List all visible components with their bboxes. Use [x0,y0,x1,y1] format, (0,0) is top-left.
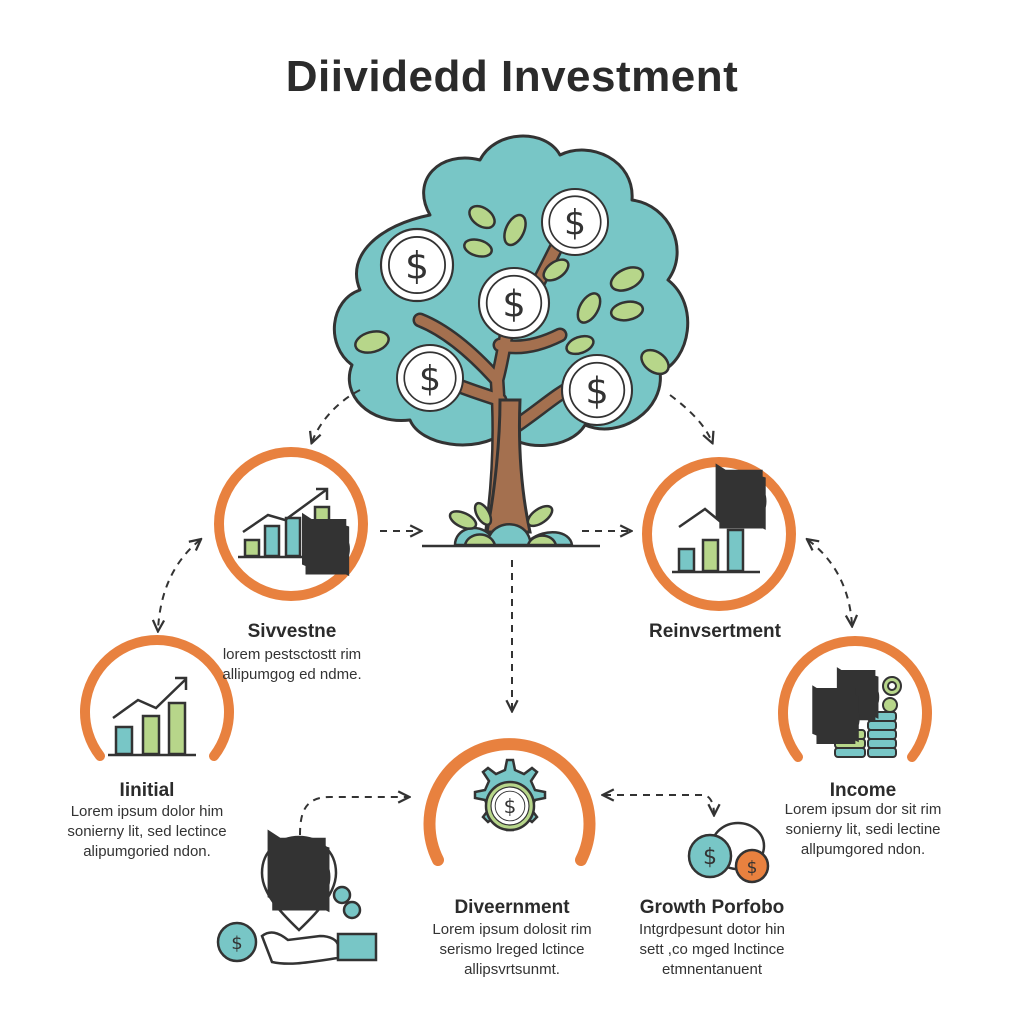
node-label-diverment: Diveernment [454,897,570,918]
reinvestment-node [642,457,796,611]
page-title: Diividedd Investment [285,52,739,101]
sivvestne-node [214,447,368,601]
desc-line: Lorem ipsum dolosit rim [432,921,592,938]
income-node [778,636,932,762]
hand-coin-icon: $ [216,837,378,965]
desc-line: allipumgog ed ndme. [222,666,362,683]
node-desc-sivvestne: lorem pestsctostt rim allipumgog ed ndme… [190,645,394,685]
connector-arrows [158,389,852,836]
desc-line: etmnentanuent [661,961,763,978]
initial-node [80,635,234,761]
node-desc-growth: Intgrdpesunt dotor hin sett ,co mged lnc… [600,920,824,980]
desc-line: serismo lreged lctince [439,941,585,958]
node-label-initial: Iinitial [119,780,175,801]
node-label-reinvestment: Reinvsertment [649,621,781,642]
svg-text:$: $ [703,845,717,870]
coin-stack-gears-icon [817,677,902,758]
diverment-node [423,738,596,866]
money-tree-icon [332,134,690,548]
node-desc-income: Lorem ipsum dor sit rim sonierny lit, se… [757,800,969,860]
svg-text:$: $ [231,933,242,954]
desc-line: lorem pestsctostt rim [222,646,362,663]
desc-line: Lorem ipsum dolor him [70,803,224,820]
growth-chart-icon [108,676,196,757]
desc-line: Intgrdpesunt dotor hin [639,921,785,938]
node-label-growth: Growth Porfobo [639,897,785,918]
desc-line: sonierny lit, sedi lectine [785,821,941,838]
desc-line: sonierny lit, sed lectince [67,823,227,840]
dollar-gear-icon [473,758,547,830]
node-label-income: Income [829,780,897,801]
desc-line: Lorem ipsum dor sit rim [784,801,942,818]
node-desc-diverment: Lorem ipsum dolosit rim serismo lreged l… [400,920,624,980]
desc-line: allipsvrtsunmt. [464,961,560,978]
chart-coin-icon [672,481,760,574]
desc-line: alipumgoried ndon. [83,843,211,860]
coins-icon: $ $ [687,821,770,884]
node-desc-initial: Lorem ipsum dolor him sonierny lit, sed … [47,802,247,862]
desc-line: allpumgored ndon. [800,841,926,858]
svg-text:$: $ [747,858,758,878]
desc-line: sett ,co mged lnctince [639,941,785,958]
growth-chart-coin-icon [238,487,342,562]
node-label-sivvestne: Sivvestne [247,621,337,642]
